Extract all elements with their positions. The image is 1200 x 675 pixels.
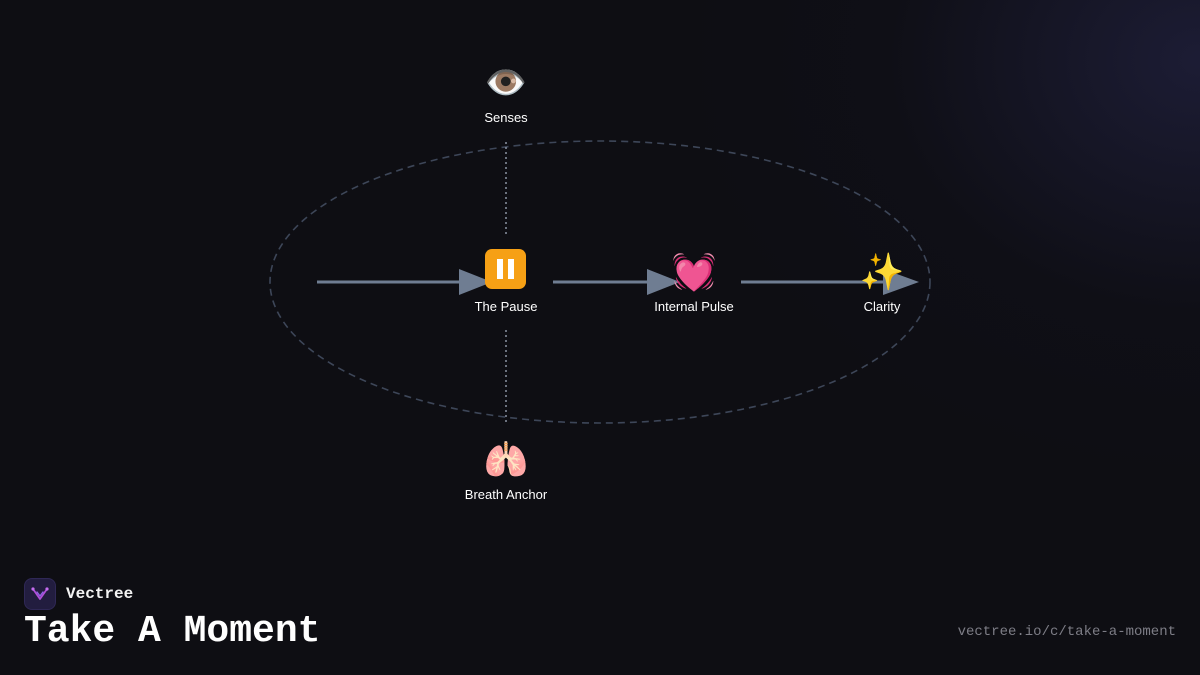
vectree-logo-icon [24, 578, 56, 610]
edge-pause-to-pulse [553, 269, 680, 295]
page-title: Take A Moment [24, 610, 321, 653]
edge-start-to-pause [317, 269, 492, 295]
sparkles-icon: ✨ [860, 252, 905, 293]
node-clarity[interactable]: ✨ Clarity [860, 252, 905, 314]
node-the-pause[interactable]: The Pause [475, 249, 538, 314]
node-breath-anchor[interactable]: 🫁 Breath Anchor [465, 440, 548, 502]
node-label-senses: Senses [484, 110, 528, 125]
edge-pulse-to-clarity [741, 269, 919, 295]
node-label-the-pause: The Pause [475, 299, 538, 314]
node-internal-pulse[interactable]: 💓 Internal Pulse [654, 251, 734, 314]
beating-heart-icon: 💓 [672, 251, 717, 293]
page-url[interactable]: vectree.io/c/take-a-moment [957, 624, 1176, 640]
node-label-clarity: Clarity [864, 299, 901, 314]
node-label-breath-anchor: Breath Anchor [465, 487, 548, 502]
node-label-internal-pulse: Internal Pulse [654, 299, 734, 314]
pause-icon-bar-left [497, 259, 503, 279]
lungs-icon: 🫁 [484, 440, 529, 481]
brand-name: Vectree [66, 585, 134, 603]
brand[interactable]: Vectree [24, 577, 133, 611]
orbit-ellipse [269, 140, 931, 424]
pause-icon [485, 249, 526, 289]
pause-icon-bar-right [508, 259, 514, 279]
eye-icon: 👁️ [485, 63, 527, 103]
node-senses[interactable]: 👁️ Senses [484, 63, 528, 125]
